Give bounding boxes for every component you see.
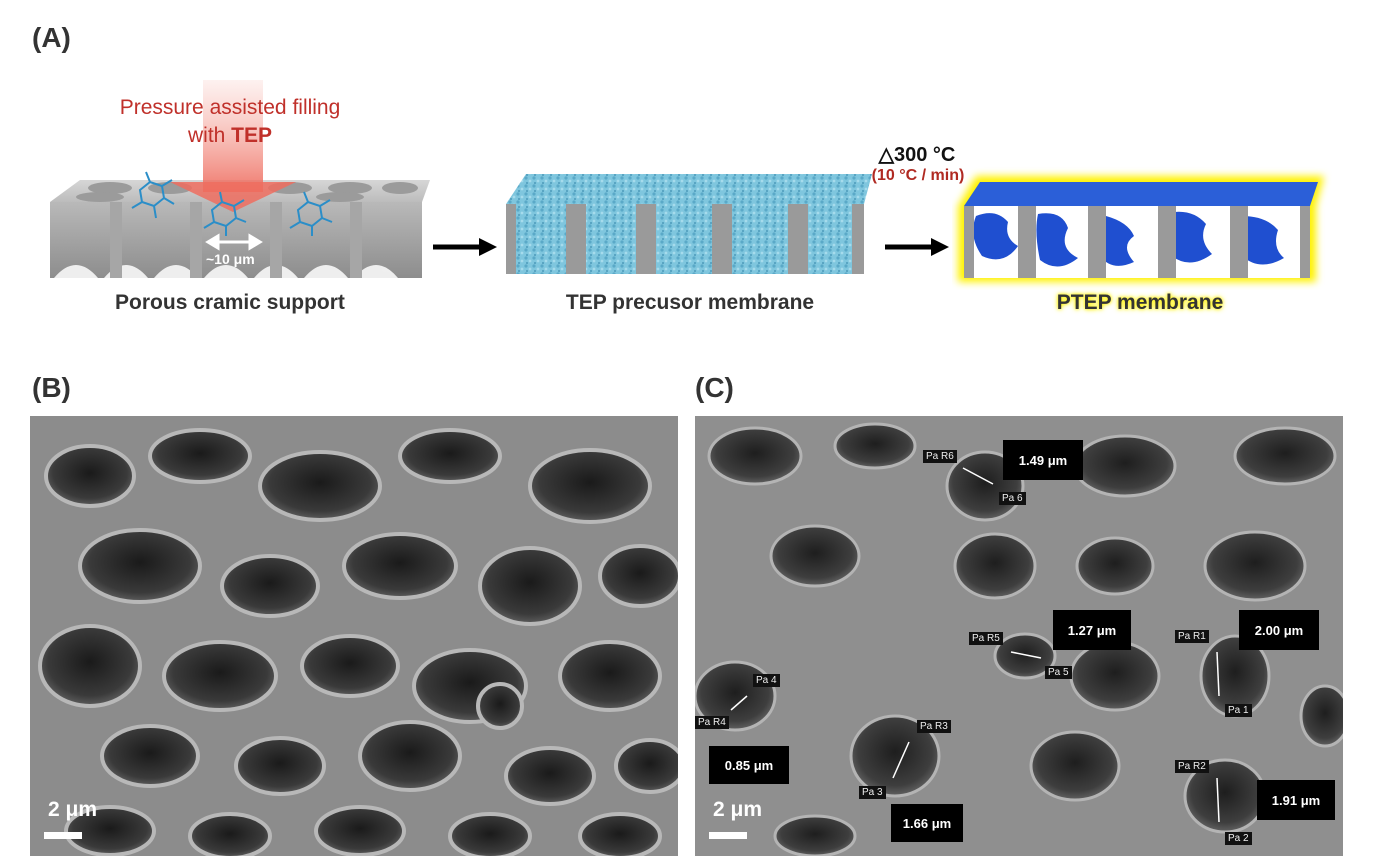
measurement-label: 1.49 μm (1003, 440, 1083, 480)
porous-ceramic-support-illustration (50, 80, 430, 278)
pore-tag: Pa 1 (1225, 704, 1252, 717)
scale-bar-label: 2 μm (713, 798, 763, 821)
measurement-label: 0.85 μm (709, 746, 789, 784)
pressure-filling-label: Pressure assisted filling with TEP (119, 96, 341, 147)
pore-tag: Pa R4 (695, 716, 729, 729)
heat-temperature-label: △300 °C (878, 144, 956, 166)
pore-tag: Pa R5 (969, 632, 1003, 645)
arrow-right-icon (885, 238, 949, 256)
measurement-label: 1.27 μm (1053, 610, 1131, 650)
panel-c-label: (C) (695, 372, 734, 403)
pore-tag: Pa 3 (859, 786, 886, 799)
scale-bar (709, 832, 747, 839)
arrow-right-icon (433, 238, 497, 256)
measurement-label: 1.91 μm (1257, 780, 1335, 820)
pore-tag: Pa 4 (753, 674, 780, 687)
ptep-membrane-illustration (958, 176, 1324, 282)
stage1-caption: Porous cramic support (115, 291, 345, 314)
tep-precursor-membrane-illustration (506, 174, 872, 274)
measurement-label: 1.66 μm (891, 804, 963, 842)
pore-tag: Pa R6 (923, 450, 957, 463)
pore-tag: Pa R1 (1175, 630, 1209, 643)
panel-b-label: (B) (32, 372, 71, 403)
stage2-caption: TEP precusor membrane (565, 291, 815, 314)
panel-a-label: (A) (32, 22, 71, 53)
sem-image-ptep-overview: 2 μm (30, 416, 678, 856)
scale-bar-label: 2 μm (48, 798, 98, 821)
scale-bar (44, 832, 82, 839)
pore-tag: Pa 6 (999, 492, 1026, 505)
sem-image-ptep-pore-measurements: 1.49 μm 1.27 μm 2.00 μm 0.85 μm 1.66 μm … (695, 416, 1343, 856)
stage3-caption: PTEP membrane (970, 291, 1310, 315)
measurement-label: 2.00 μm (1239, 610, 1319, 650)
pore-tag: Pa R2 (1175, 760, 1209, 773)
pore-tag: Pa R3 (917, 720, 951, 733)
pore-size-label: ~10 μm (206, 251, 255, 267)
ptep-caption-text: PTEP membrane (1056, 291, 1224, 314)
pore-tag: Pa 5 (1045, 666, 1072, 679)
heat-rate-label: (10 °C / min) (871, 167, 965, 184)
pore-tag: Pa 2 (1225, 832, 1252, 845)
